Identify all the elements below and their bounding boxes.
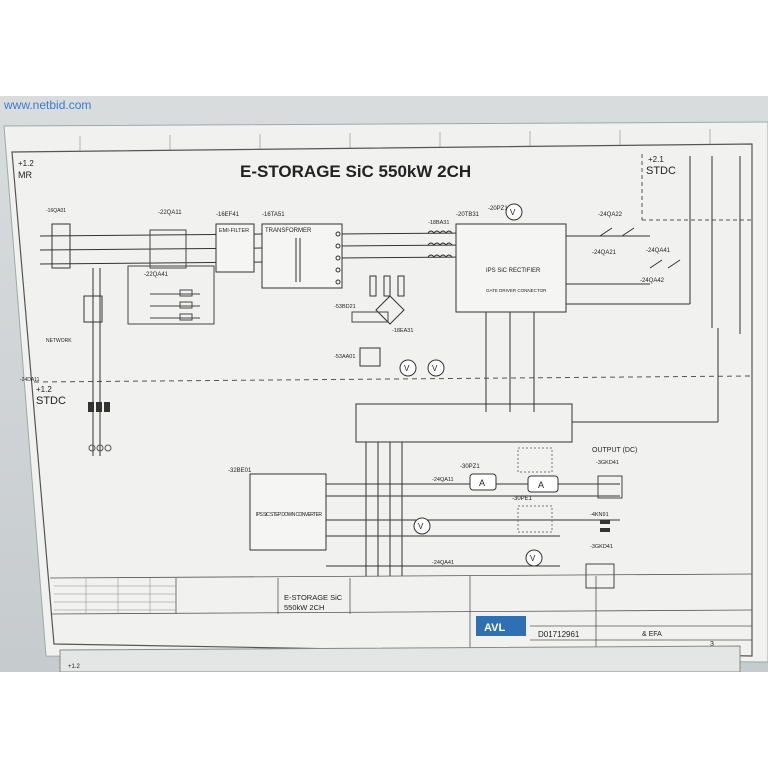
contactor-22b-tag: -22QA41 <box>144 272 169 278</box>
ea-18-tag: -18EA31 <box>392 328 413 334</box>
transformer-tag: -16TA51 <box>262 212 285 218</box>
watermark: www.netbid.com <box>4 98 92 112</box>
sw-24b-tag: -24QA41 <box>646 248 671 254</box>
drawing-frame <box>11 143 753 657</box>
b53-tag: -53BD21 <box>334 304 356 310</box>
sw-24qa11-tag: -24QA11 <box>432 477 454 483</box>
svg-text:V: V <box>530 554 536 563</box>
section-top-ref: +1.2 <box>18 159 34 168</box>
main-breaker <box>51 223 71 269</box>
tb-company: AVL <box>484 622 505 634</box>
section-mid-label: STDC <box>36 395 66 407</box>
svg-text:V: V <box>432 364 438 373</box>
tb-drawing-no: D01712961 <box>538 630 580 639</box>
section-right-label: STDC <box>646 165 676 177</box>
out-3-tag: -3GKD41 <box>590 544 613 550</box>
out-1-tag: -3GKD41 <box>596 460 619 466</box>
tb-project-sub: 550kW 2CH <box>284 603 324 612</box>
frame-ruler <box>79 129 711 151</box>
rectifier-label: IPS SiC RECTIFIER <box>486 268 541 274</box>
sw-24c-tag: -24QA21 <box>592 250 617 256</box>
converter-tag: -32BE01 <box>228 468 252 474</box>
converter-box <box>249 473 327 551</box>
output-label: OUTPUT (DC) <box>592 447 637 454</box>
sw-24a-tag: -24QA22 <box>598 212 623 218</box>
svg-text:-24DA11: -24DA11 <box>20 377 40 383</box>
transformer-label: TRANSFORMER <box>265 228 312 234</box>
a53-tag: -53AA01 <box>334 354 355 360</box>
rectifier-tag: -20TB31 <box>456 212 480 218</box>
schematic-sheet: E-STORAGE SiC 550kW 2CH +1.2 MR +2.1 STD… <box>3 121 768 672</box>
section-right-ref: +2.1 <box>648 155 664 164</box>
meter-top-tag: -20PZ1 <box>488 206 508 212</box>
sw-24d-tag: -24QA42 <box>640 278 665 284</box>
rectifier-sub: GATE DRIVER CONNECTOR <box>486 288 547 293</box>
pz30-tag: -30PZ1 <box>460 464 480 470</box>
section-top-label: MR <box>18 170 32 180</box>
svg-text:V: V <box>418 522 424 531</box>
tb-revision: & EFA <box>642 631 662 638</box>
transformer-box <box>261 223 343 289</box>
pe30-tag: -30PE1 <box>512 496 533 502</box>
paper <box>3 121 768 663</box>
tb-project: E-STORAGE SiC <box>284 593 343 602</box>
title-block <box>49 573 753 648</box>
ba-18-tag: -18BA31 <box>428 220 449 226</box>
bottom-ref: +1.2 <box>68 664 81 670</box>
svg-text:A: A <box>479 478 485 488</box>
next-sheet <box>59 645 741 672</box>
rectifier-box <box>455 223 567 313</box>
out-2-tag: -4KN91 <box>590 512 609 518</box>
section-mid-ref: +1.2 <box>36 385 52 394</box>
diagram-title: E-STORAGE SiC 550kW 2CH <box>240 162 471 181</box>
svg-text:NETWORK: NETWORK <box>46 338 72 344</box>
dc-bus-box <box>355 403 573 443</box>
svg-text:A: A <box>538 480 544 490</box>
svg-text:V: V <box>404 364 410 373</box>
emi-filter-label: EMI-FILTER <box>219 228 249 234</box>
svg-text:V: V <box>510 208 516 217</box>
emi-filter-box <box>215 223 255 273</box>
contactor-22-tag: -22QA11 <box>158 210 182 216</box>
tb-sheet: 3 <box>710 641 714 648</box>
photo-area: www.netbid.com E-STORAGE SiC 550kW 2CH +… <box>0 96 768 672</box>
sw-24qa41-tag: -24QA41 <box>432 560 454 566</box>
svg-text:-16QA01: -16QA01 <box>46 208 66 214</box>
emi-filter-tag: -16EF41 <box>216 212 240 218</box>
meter-top <box>505 203 523 221</box>
company-logo <box>476 616 526 636</box>
converter-label: IPS SiC STEP DOWN CONVERTER <box>256 512 322 518</box>
